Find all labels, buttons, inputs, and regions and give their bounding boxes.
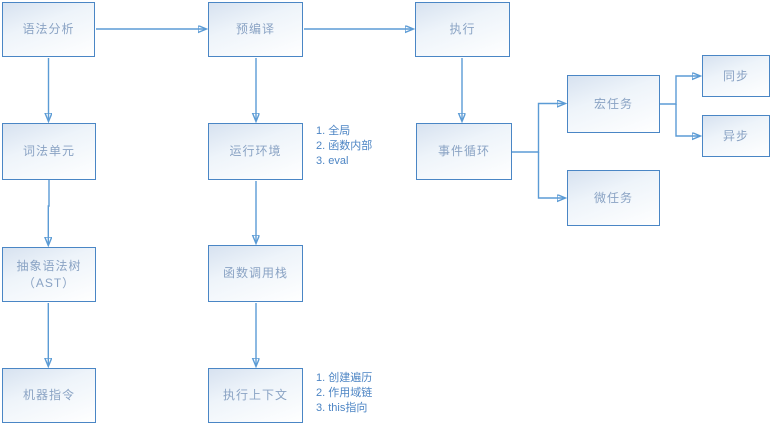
node-label: 执行 [449, 22, 476, 36]
node-async: 异步 [702, 115, 770, 157]
node-syntax-analysis: 语法分析 [2, 2, 95, 57]
connector-eventloop-to-macrotask [512, 104, 565, 153]
runtime-env-notes: 1. 全局 2. 函数内部 3. eval [316, 124, 372, 169]
node-label: 词法单元 [22, 144, 75, 158]
node-machine-code: 机器指令 [2, 368, 96, 423]
note-line: 2. 作用域链 [316, 387, 373, 399]
node-call-stack: 函数调用栈 [208, 245, 303, 302]
connector-macrotask-to-sync [660, 76, 700, 105]
node-label: 事件循环 [437, 144, 490, 158]
connector-lexical-to-ast [48, 180, 49, 245]
node-micro-task: 微任务 [567, 170, 660, 226]
node-execute: 执行 [415, 2, 510, 57]
node-label: 语法分析 [22, 22, 75, 36]
note-line: 2. 函数内部 [316, 140, 373, 152]
node-event-loop: 事件循环 [416, 123, 512, 180]
node-label: 同步 [722, 68, 749, 83]
note-line: 1. 创建遍历 [316, 372, 373, 384]
execution-context-notes: 1. 创建遍历 2. 作用域链 3. this指向 [316, 371, 372, 416]
node-macro-task: 宏任务 [567, 75, 660, 133]
node-lexical-unit: 词法单元 [2, 123, 96, 180]
node-label: 函数调用栈 [222, 266, 288, 280]
node-label: 微任务 [593, 190, 633, 205]
connector-macrotask-to-async [675, 104, 700, 136]
node-label: 机器指令 [22, 388, 75, 402]
note-line: 1. 全局 [316, 125, 351, 137]
node-ast: 抽象语法树 （AST） [2, 247, 96, 302]
connector-eventloop-to-microtask [537, 152, 566, 198]
node-label: 抽象语法树 [16, 258, 82, 273]
node-execution-context: 执行上下文 [208, 368, 303, 423]
node-sublabel: （AST） [22, 275, 76, 290]
note-line: 3. eval [316, 155, 349, 167]
note-line: 3. this指向 [316, 402, 368, 414]
node-sync: 同步 [702, 55, 770, 97]
node-label: 运行环境 [229, 144, 282, 158]
node-label: 宏任务 [593, 96, 633, 111]
node-label: 异步 [722, 128, 749, 143]
node-runtime-env: 运行环境 [208, 123, 303, 180]
node-label: 预编译 [235, 22, 275, 36]
node-label: 执行上下文 [222, 388, 288, 402]
node-pre-compile: 预编译 [208, 2, 303, 57]
